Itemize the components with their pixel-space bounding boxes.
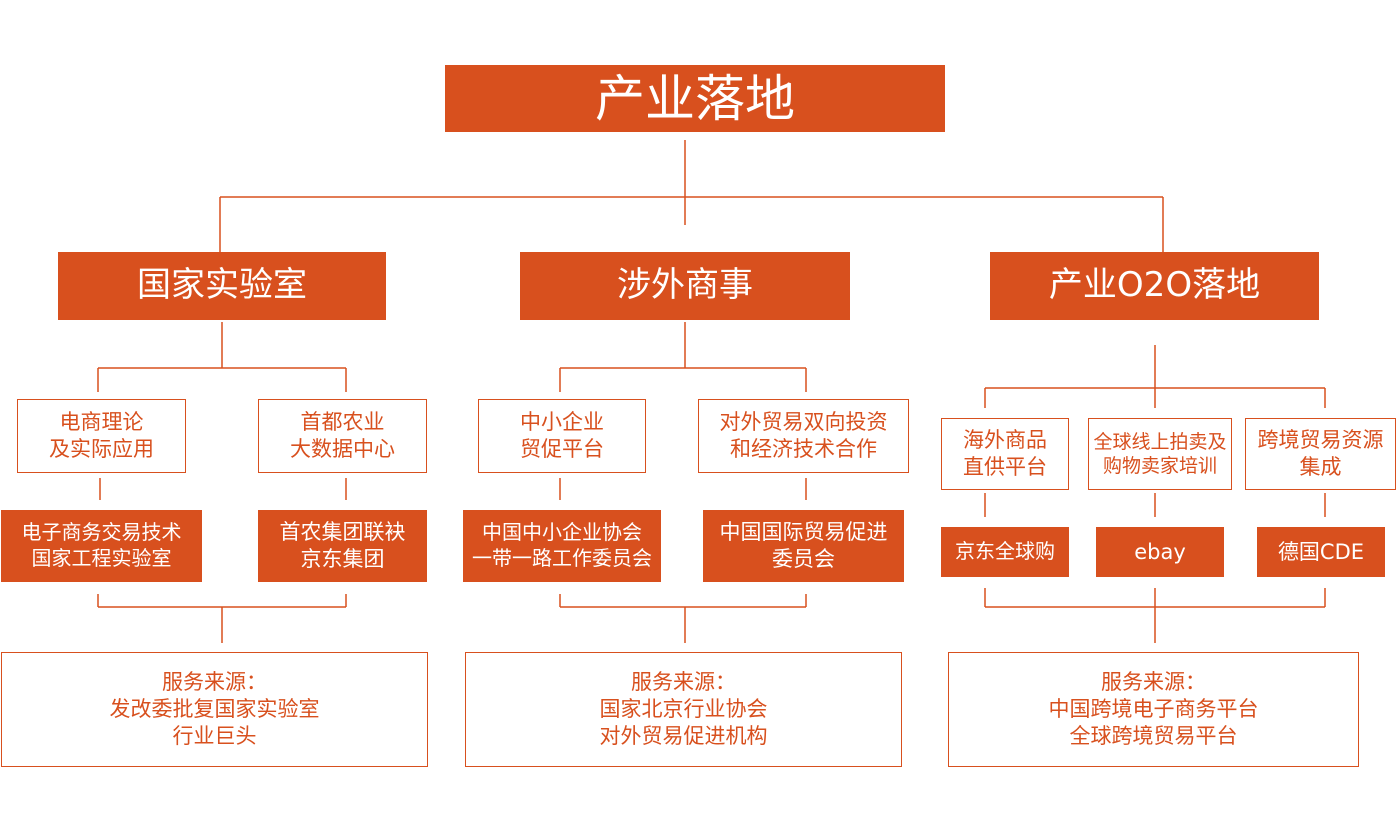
lab-line: 贸促平台 (520, 437, 604, 461)
lab-line: 集成 (1299, 455, 1342, 479)
source-line: 对外贸易促进机构 (599, 723, 768, 748)
partner-node: 中国国际贸易促进 委员会 (703, 510, 904, 582)
branch-title: 国家实验室 (137, 265, 307, 306)
partner-line: 中国中小企业协会 (482, 520, 642, 545)
source-line: 国家北京行业协会 (599, 697, 768, 722)
lab-line: 电商理论 (59, 410, 144, 435)
service-source-box: 服务来源： 国家北京行业协会 对外贸易促进机构 (465, 652, 902, 767)
lab-line: 购物卖家培训 (1102, 455, 1217, 477)
source-line: 中国跨境电子商务平台 (1048, 697, 1259, 722)
partner-node: 中国中小企业协会 一带一路工作委员会 (463, 510, 661, 582)
service-source-box: 服务来源： 中国跨境电子商务平台 全球跨境贸易平台 (948, 652, 1359, 767)
partner-line: 电子商务交易技术 (21, 520, 182, 545)
partner-line: 德国CDE (1277, 539, 1365, 564)
source-label: 服务来源： (1101, 670, 1206, 695)
lab-line: 全球线上拍卖及 (1093, 430, 1227, 453)
lab-node: 电商理论 及实际应用 (17, 399, 186, 473)
partner-line: 京东集团 (300, 547, 385, 571)
lab-node: 跨境贸易资源 集成 (1245, 418, 1396, 490)
source-line: 发改委批复国家实验室 (109, 697, 320, 722)
partner-node: 德国CDE (1257, 527, 1385, 577)
lab-line: 海外商品 (963, 428, 1047, 453)
source-label: 服务来源： (631, 670, 736, 695)
lab-node: 全球线上拍卖及 购物卖家培训 (1088, 418, 1232, 490)
partner-line: 一带一路工作委员会 (472, 546, 652, 570)
partner-node: 京东全球购 (941, 527, 1069, 577)
lab-line: 中小企业 (520, 410, 604, 435)
lab-line: 对外贸易双向投资 (719, 410, 888, 435)
root-node: 产业落地 (445, 65, 945, 132)
lab-node: 对外贸易双向投资 和经济技术合作 (698, 399, 909, 473)
lab-node: 中小企业 贸促平台 (478, 399, 646, 473)
branch-title: 涉外商事 (617, 265, 753, 306)
lab-line: 首都农业 (300, 410, 385, 435)
branch-title: 产业O2O落地 (1048, 265, 1261, 306)
lab-node: 海外商品 直供平台 (941, 418, 1069, 490)
lab-line: 及实际应用 (49, 437, 154, 461)
partner-node: 首农集团联袂 京东集团 (258, 510, 427, 582)
partner-line: 京东全球购 (955, 539, 1055, 564)
branch-node-o2o: 产业O2O落地 (990, 252, 1319, 320)
branch-node-foreign-commerce: 涉外商事 (520, 252, 850, 320)
lab-line: 大数据中心 (290, 437, 395, 461)
partner-line: 国家工程实验室 (31, 546, 172, 570)
source-line: 全球跨境贸易平台 (1069, 723, 1238, 748)
partner-line: ebay (1134, 539, 1186, 564)
partner-node: 电子商务交易技术 国家工程实验室 (1, 510, 202, 582)
root-title: 产业落地 (595, 69, 795, 128)
partner-line: 首农集团联袂 (279, 520, 406, 545)
lab-line: 直供平台 (963, 455, 1047, 479)
service-source-box: 服务来源： 发改委批复国家实验室 行业巨头 (1, 652, 428, 767)
source-line: 行业巨头 (172, 723, 257, 748)
lab-line: 和经济技术合作 (730, 437, 877, 461)
source-label: 服务来源： (162, 670, 267, 695)
partner-line: 中国国际贸易促进 (719, 520, 888, 545)
partner-node: ebay (1096, 527, 1224, 577)
lab-line: 跨境贸易资源 (1257, 428, 1384, 453)
branch-node-national-lab: 国家实验室 (58, 252, 386, 320)
lab-node: 首都农业 大数据中心 (258, 399, 427, 473)
partner-line: 委员会 (772, 547, 835, 571)
